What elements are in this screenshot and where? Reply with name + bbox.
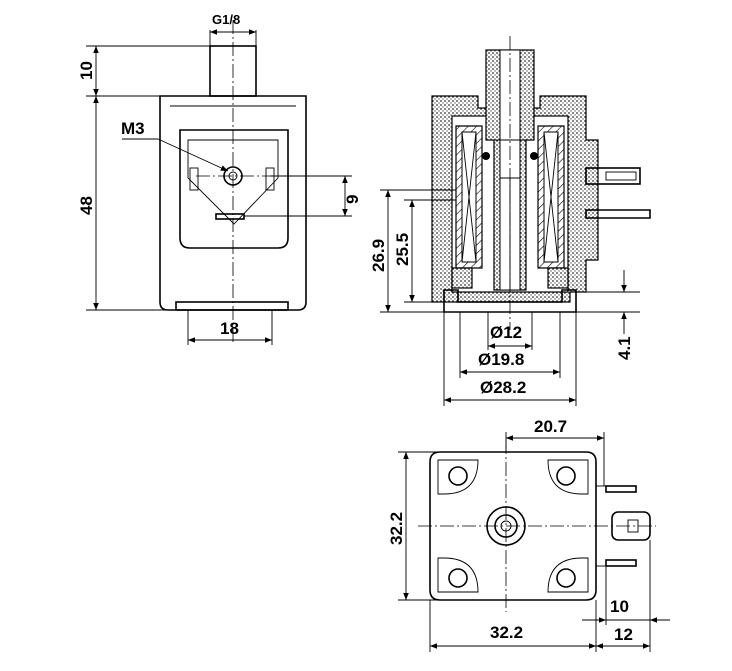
pin-offset-label: 9 bbox=[343, 195, 362, 204]
base-flange bbox=[175, 301, 289, 311]
mount-hole bbox=[556, 466, 576, 486]
terminal-width-label: 12 bbox=[614, 625, 633, 644]
height-inner-label: 25.5 bbox=[393, 233, 412, 266]
terminal-gap-label: 10 bbox=[610, 597, 629, 616]
mount-hole bbox=[448, 568, 468, 588]
terminal-bottom bbox=[605, 559, 637, 567]
section-view: 26.9 25.5 4.1 Ø12 Ø19.8 Ø28.2 bbox=[369, 36, 651, 406]
base-height-label: 4.1 bbox=[615, 336, 634, 360]
outer-diameter-label: Ø28.2 bbox=[480, 378, 526, 397]
base-width-label: 32.2 bbox=[490, 623, 523, 642]
thread-label: G1/8 bbox=[212, 12, 240, 27]
terminal-earth bbox=[611, 511, 651, 541]
connector-socket bbox=[179, 129, 289, 249]
connector-face bbox=[187, 139, 279, 225]
side-height-label: 32.2 bbox=[387, 512, 406, 545]
stem-height-label: 10 bbox=[77, 61, 96, 80]
bore-diameter-label: Ø12 bbox=[490, 323, 522, 342]
inner-diameter-label: Ø19.8 bbox=[478, 350, 524, 369]
mount-hole bbox=[448, 466, 468, 486]
width-label: 18 bbox=[220, 319, 239, 338]
front-view: G1/8 10 48 M3 9 18 bbox=[77, 12, 362, 345]
base-plate-outline bbox=[429, 451, 597, 601]
bottom-view: 20.7 32.2 32.2 10 12 bbox=[387, 417, 670, 652]
earth-pin bbox=[215, 213, 245, 220]
body-height-label: 48 bbox=[77, 196, 96, 215]
terminal-top bbox=[605, 485, 637, 493]
terminal-upper bbox=[585, 167, 641, 185]
offset-width-label: 20.7 bbox=[534, 417, 567, 436]
terminal-lower bbox=[585, 209, 651, 219]
height-outer-label: 26.9 bbox=[369, 239, 388, 272]
screw-label: M3 bbox=[121, 119, 145, 138]
coil-body-outline bbox=[159, 95, 307, 311]
mount-hole bbox=[556, 568, 576, 588]
